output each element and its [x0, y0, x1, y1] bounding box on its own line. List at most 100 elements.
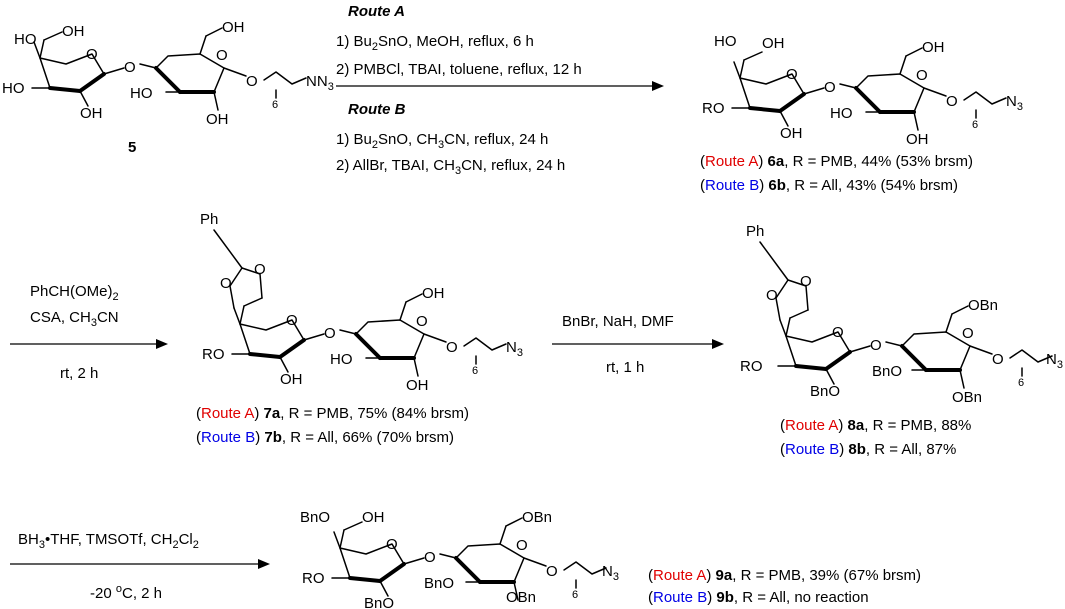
atom-label: OH: [780, 125, 803, 142]
atom-label: OH: [922, 39, 945, 56]
atom-label: OBn: [952, 389, 982, 406]
atom-label: OBn: [968, 297, 998, 314]
atom-label: OBn: [506, 589, 536, 606]
atom-label: N3: [1006, 93, 1023, 113]
atom-label: HO: [14, 31, 37, 48]
caption-line-b: (Route B) 8b, R = All, 87%: [780, 441, 956, 458]
atom-label: RO: [702, 100, 725, 117]
atom-label: RO: [202, 346, 225, 363]
condition-text: 1) Bu2SnO, MeOH, reflux, 6 h: [336, 33, 534, 53]
arrowhead: [156, 339, 168, 349]
step3-conditions: BnBr, NaH, DMF rt, 1 h: [552, 313, 724, 376]
atom-label: BnO: [300, 509, 330, 526]
arrowhead: [712, 339, 724, 349]
atom-label: O: [870, 337, 882, 354]
arrowhead: [258, 559, 270, 569]
atom-label: HO: [714, 33, 737, 50]
atom-label: HO: [830, 105, 853, 122]
atom-label: O: [216, 47, 228, 64]
condition-text: 2) PMBCl, TBAI, toluene, reflux, 12 h: [336, 61, 582, 78]
atom-label: BnO: [424, 575, 454, 592]
route-a-label: Route A: [348, 3, 405, 20]
atom-label: OH: [80, 105, 103, 122]
compound-5: HO OH HO O OH O OH HO O OH O NN3 6 5: [2, 19, 334, 156]
atom-label: O: [516, 537, 528, 554]
atom-label: BnO: [364, 595, 394, 609]
atom-label: O: [220, 275, 232, 292]
atom-label: O: [824, 79, 836, 96]
arrowhead: [652, 81, 664, 91]
condition-text: -20 oC, 2 h: [90, 583, 162, 602]
atom-label: OH: [422, 285, 445, 302]
atom-label: O: [246, 73, 258, 90]
atom-label: O: [254, 261, 266, 278]
caption-7: (Route A) 7a, R = PMB, 75% (84% brsm) (R…: [196, 405, 469, 446]
atom-label: O: [386, 536, 398, 553]
atom-label: OH: [762, 35, 785, 52]
atom-label: 6: [272, 99, 278, 111]
atom-label: O: [800, 273, 812, 290]
step2-conditions: PhCH(OMe)2 CSA, CH3CN rt, 2 h: [10, 283, 168, 382]
atom-label: OH: [906, 131, 929, 148]
atom-label: OH: [406, 377, 429, 394]
atom-label: O: [962, 325, 974, 342]
atom-label: N3: [1046, 351, 1063, 371]
caption-line-b: (Route B) 6b, R = All, 43% (54% brsm): [700, 177, 958, 194]
caption-8: (Route A) 8a, R = PMB, 88% (Route B) 8b,…: [780, 417, 971, 458]
atom-label: OBn: [522, 509, 552, 526]
atom-label: Ph: [746, 223, 764, 240]
condition-text: 1) Bu2SnO, CH3CN, reflux, 24 h: [336, 131, 548, 151]
compound-number: 5: [128, 139, 136, 156]
atom-label: O: [546, 563, 558, 580]
atom-label: O: [446, 339, 458, 356]
atom-label: HO: [330, 351, 353, 368]
atom-label: N3: [506, 339, 523, 359]
caption-6: (Route A) 6a, R = PMB, 44% (53% brsm) (R…: [700, 153, 973, 194]
atom-label: 6: [572, 589, 578, 601]
atom-label: O: [324, 325, 336, 342]
step1-conditions: Route A 1) Bu2SnO, MeOH, reflux, 6 h 2) …: [336, 3, 664, 177]
condition-text: 2) AllBr, TBAI, CH3CN, reflux, 24 h: [336, 157, 565, 177]
condition-text: BH3•THF, TMSOTf, CH2Cl2: [18, 531, 199, 551]
atom-label: O: [766, 287, 778, 304]
atom-label: BnO: [872, 363, 902, 380]
step4-conditions: BH3•THF, TMSOTf, CH2Cl2 -20 oC, 2 h: [10, 531, 270, 602]
condition-text: BnBr, NaH, DMF: [562, 313, 674, 330]
atom-label: OH: [362, 509, 385, 526]
caption-line-a: (Route A) 7a, R = PMB, 75% (84% brsm): [196, 405, 469, 422]
atom-label: RO: [740, 358, 763, 375]
atom-label: 6: [1018, 377, 1024, 389]
atom-label: RO: [302, 570, 325, 587]
atom-label: O: [416, 313, 428, 330]
condition-text: rt, 1 h: [606, 359, 644, 376]
compound-9: BnO OH RO O BnO O OBn BnO O OBn O N3 6: [300, 509, 619, 609]
atom-label: O: [992, 351, 1004, 368]
atom-label: OH: [280, 371, 303, 388]
atom-label: N3: [602, 563, 619, 583]
condition-text: rt, 2 h: [60, 365, 98, 382]
atom-label: O: [946, 93, 958, 110]
caption-line-b: (Route B) 9b, R = All, no reaction: [648, 589, 869, 606]
atom-label: HO: [2, 80, 25, 97]
atom-label: OH: [206, 111, 229, 128]
atom-label: O: [424, 549, 436, 566]
compound-7: Ph O O RO O OH O OH HO O OH O N3 6: [200, 211, 523, 394]
atom-label: OH: [62, 23, 85, 40]
atom-label: Ph: [200, 211, 218, 228]
atom-label: O: [286, 312, 298, 329]
atom-label: 6: [472, 365, 478, 377]
atom-label: BnO: [810, 383, 840, 400]
caption-9: (Route A) 9a, R = PMB, 39% (67% brsm) (R…: [648, 567, 921, 606]
route-b-label: Route B: [348, 101, 406, 118]
compound-6: HO OH RO O OH O OH HO O OH O N3 6: [702, 33, 1023, 148]
atom-label: O: [832, 324, 844, 341]
caption-line-a: (Route A) 6a, R = PMB, 44% (53% brsm): [700, 153, 973, 170]
atom-label: O: [786, 66, 798, 83]
caption-line-a: (Route A) 8a, R = PMB, 88%: [780, 417, 971, 434]
atom-label: HO: [130, 85, 153, 102]
atom-label: 6: [972, 119, 978, 131]
compound-8: Ph O O RO O BnO O OBn BnO O OBn O N3 6: [740, 223, 1063, 406]
caption-line-b: (Route B) 7b, R = All, 66% (70% brsm): [196, 429, 454, 446]
caption-line-a: (Route A) 9a, R = PMB, 39% (67% brsm): [648, 567, 921, 584]
